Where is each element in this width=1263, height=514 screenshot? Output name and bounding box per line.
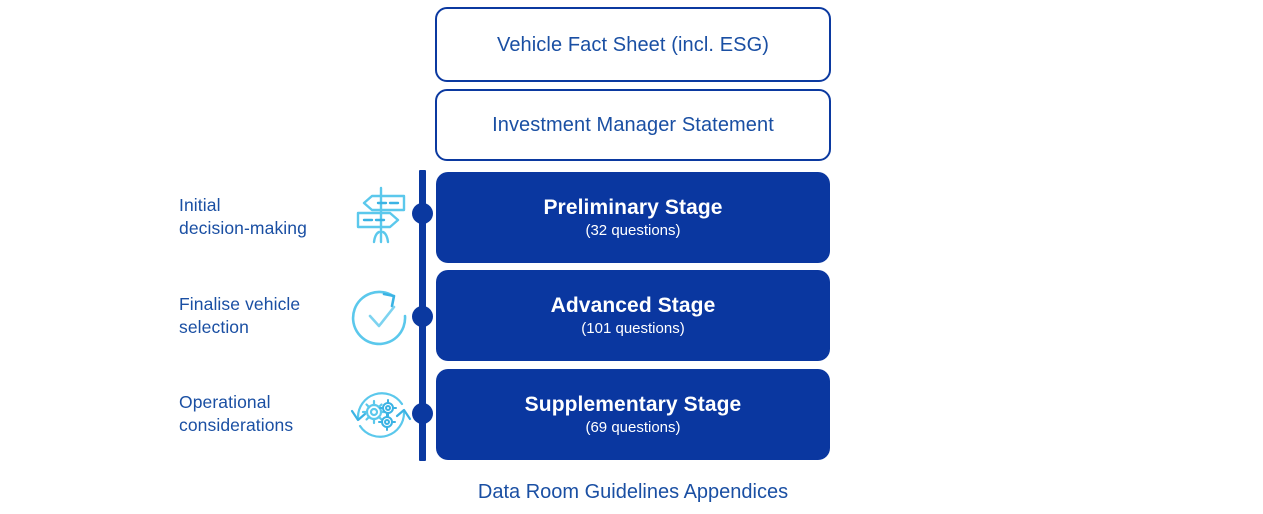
stage-question-count: (69 questions) bbox=[585, 419, 681, 436]
stage-title: Supplementary Stage bbox=[524, 393, 742, 416]
stage-question-count: (101 questions) bbox=[581, 320, 685, 337]
stage-question-count: (32 questions) bbox=[585, 222, 681, 239]
stage-box-preliminary[interactable]: Preliminary Stage (32 questions) bbox=[436, 172, 830, 263]
phase-label-line-1: Finalise vehicle bbox=[179, 294, 301, 314]
document-box-label: Vehicle Fact Sheet (incl. ESG) bbox=[496, 33, 769, 56]
phase-label-finalise-vehicle-selection: Finalise vehicle selection bbox=[179, 293, 331, 338]
stage-box-advanced[interactable]: Advanced Stage (101 questions) bbox=[436, 270, 830, 361]
stage-box-supplementary[interactable]: Supplementary Stage (69 questions) bbox=[436, 369, 830, 460]
check-cycle-icon bbox=[346, 283, 416, 353]
phase-label-line-1: Operational bbox=[179, 392, 271, 412]
phase-label-initial-decision-making: Initial decision-making bbox=[179, 194, 331, 239]
signpost-icon bbox=[346, 180, 416, 250]
footer-caption: Data Room Guidelines Appendices bbox=[477, 481, 789, 503]
document-box-investment-manager-statement[interactable]: Investment Manager Statement bbox=[435, 89, 831, 161]
phase-label-line-2: decision-making bbox=[179, 217, 307, 238]
gears-cycle-icon bbox=[346, 380, 416, 450]
phase-label-operational-considerations: Operational considerations bbox=[179, 391, 331, 436]
timeline-dot-advanced bbox=[412, 306, 433, 327]
phase-label-line-2: considerations bbox=[179, 414, 294, 435]
timeline-dot-preliminary bbox=[412, 203, 433, 224]
phase-label-line-2: selection bbox=[179, 316, 249, 337]
stage-title: Preliminary Stage bbox=[543, 196, 723, 219]
document-box-vehicle-fact-sheet[interactable]: Vehicle Fact Sheet (incl. ESG) bbox=[435, 7, 831, 82]
stage-title: Advanced Stage bbox=[550, 294, 716, 317]
timeline-dot-supplementary bbox=[412, 403, 433, 424]
document-box-label: Investment Manager Statement bbox=[492, 114, 774, 136]
phase-label-line-1: Initial bbox=[179, 195, 221, 215]
